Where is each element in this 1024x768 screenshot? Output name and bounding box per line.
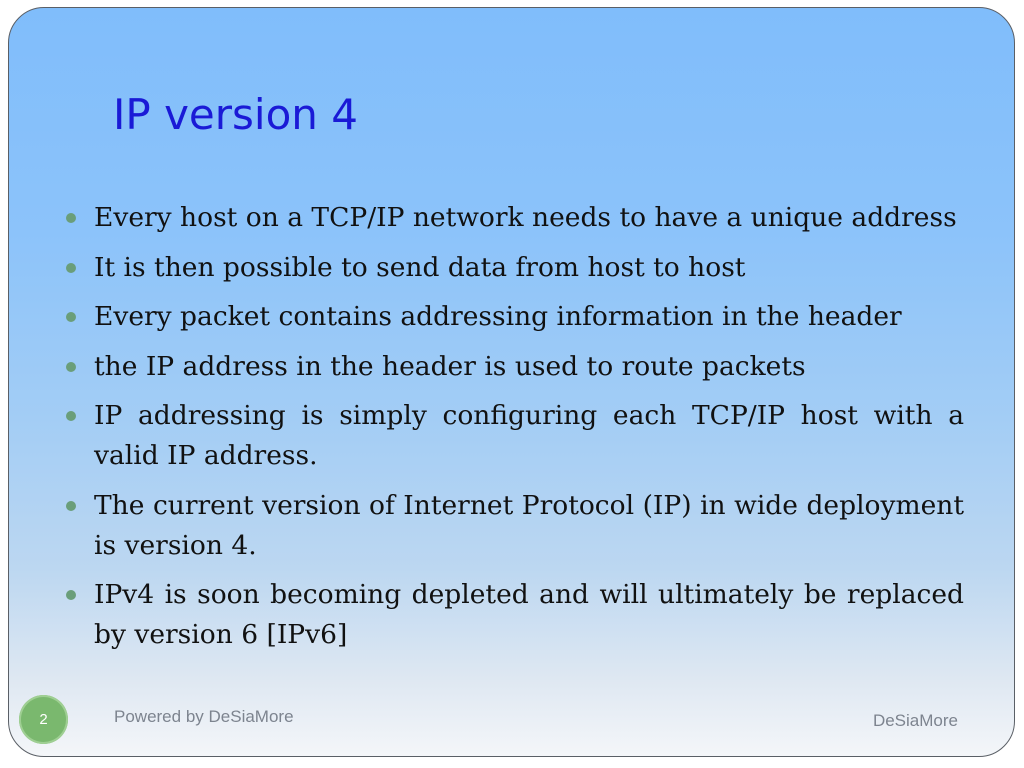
bullet-item: IP addressing is simply configuring each… — [64, 396, 964, 476]
slide: IP version 4 Every host on a TCP/IP netw… — [8, 7, 1015, 757]
bullet-text: The current version of Internet Protocol… — [94, 489, 964, 561]
bullet-text: Every host on a TCP/IP network needs to … — [94, 202, 957, 233]
bullet-item: the IP address in the header is used to … — [64, 347, 964, 387]
slide-title: IP version 4 — [113, 90, 358, 139]
bullet-item: It is then possible to send data from ho… — [64, 248, 964, 288]
bullet-list: Every host on a TCP/IP network needs to … — [64, 198, 964, 665]
bullet-dot-icon — [66, 262, 76, 273]
bullet-item: The current version of Internet Protocol… — [64, 486, 964, 566]
bullet-dot-icon — [66, 500, 76, 511]
bullet-text: IPv4 is soon becoming depleted and will … — [94, 579, 964, 650]
bullet-text: the IP address in the header is used to … — [94, 350, 806, 382]
bullet-item: Every packet contains addressing informa… — [64, 297, 964, 337]
footer-powered-by: Powered by DeSiaMore — [114, 707, 294, 726]
bullet-text: IP addressing is simply configuring each… — [94, 400, 964, 471]
bullet-dot-icon — [66, 312, 76, 322]
bullet-item: IPv4 is soon becoming depleted and will … — [64, 575, 964, 655]
page-number-badge: 2 — [19, 695, 68, 744]
bullet-dot-icon — [66, 361, 76, 372]
bullet-item: Every host on a TCP/IP network needs to … — [64, 198, 964, 238]
bullet-dot-icon — [66, 411, 76, 421]
footer-brand: DeSiaMore — [872, 711, 958, 730]
bullet-text: It is then possible to send data from ho… — [94, 251, 746, 283]
bullet-dot-icon — [66, 590, 76, 600]
bullet-dot-icon — [66, 213, 76, 223]
bullet-text: Every packet contains addressing informa… — [94, 301, 902, 332]
